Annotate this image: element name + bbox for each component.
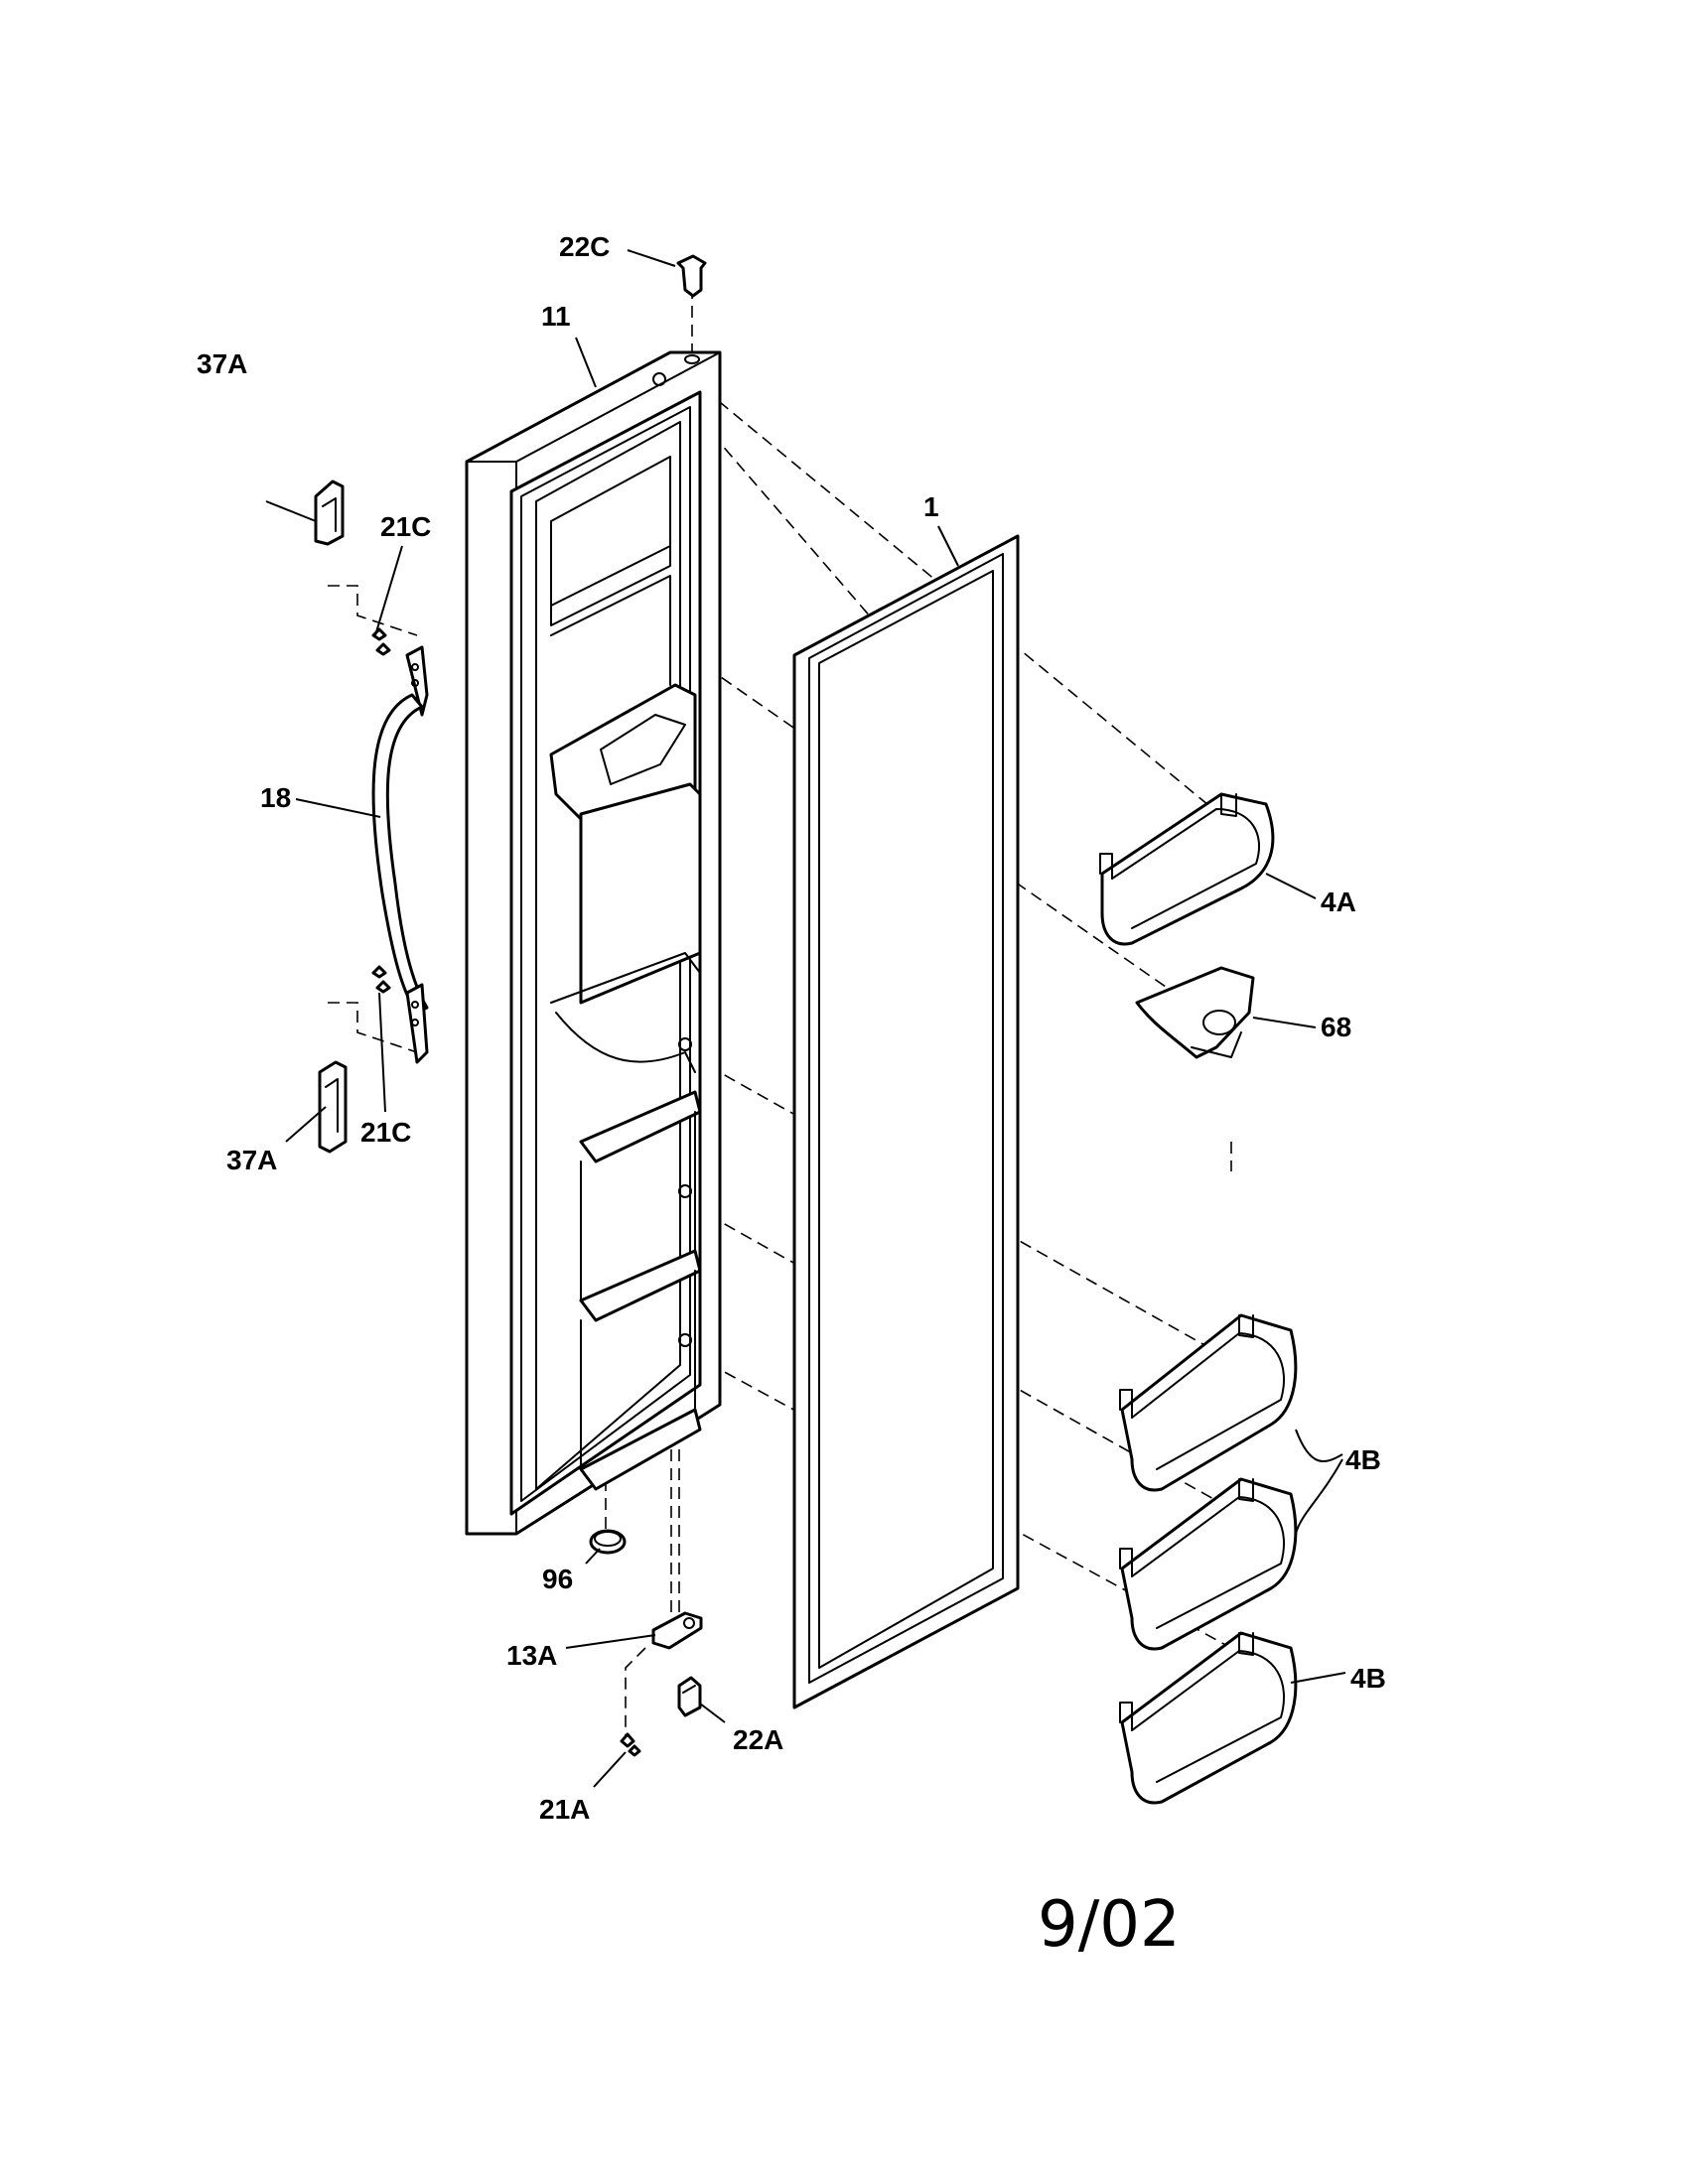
callout-68: 68 xyxy=(1321,1012,1351,1042)
callout-21C-top: 21C xyxy=(380,511,431,542)
callout-11: 11 xyxy=(541,301,571,332)
door-bin-4B-1 xyxy=(1119,1313,1298,1492)
top-hinge-bushing xyxy=(676,254,707,298)
callout-96: 96 xyxy=(542,1564,573,1594)
door-bin-4B-2 xyxy=(1119,1477,1298,1651)
callout-21A: 21A xyxy=(539,1794,590,1825)
bottom-hinge-pin xyxy=(677,1676,702,1717)
handle-cap-bottom xyxy=(318,1060,348,1154)
callout-1: 1 xyxy=(923,491,939,522)
door-bin-4A xyxy=(1099,792,1275,946)
callout-4A: 4A xyxy=(1321,887,1356,917)
callout-22C: 22C xyxy=(559,231,610,262)
callout-37A-bottom: 37A xyxy=(226,1145,277,1175)
callout-labels: 22C 11 37A 21C 1 18 4A 68 37A 21C 4B 96 … xyxy=(197,231,1386,1825)
callout-18: 18 xyxy=(260,782,291,813)
leader-lines xyxy=(265,249,1346,1788)
ice-chute-68 xyxy=(1135,966,1255,1059)
plug-button xyxy=(589,1529,627,1555)
door-gasket xyxy=(792,534,1020,1709)
date-code: 9/02 xyxy=(1038,1888,1181,1962)
handle-cap-top xyxy=(314,479,345,546)
callout-37A-top: 37A xyxy=(197,348,247,379)
callout-13A: 13A xyxy=(506,1640,557,1671)
callout-4B-upper: 4B xyxy=(1345,1444,1381,1475)
door-bin-4B-3 xyxy=(1119,1631,1298,1805)
bottom-hinge-plate xyxy=(651,1611,703,1650)
alignment-lines xyxy=(328,268,1232,1747)
hinge-screw xyxy=(620,1732,641,1757)
door-handle xyxy=(371,645,429,1064)
callout-21C-bottom: 21C xyxy=(360,1117,411,1148)
freezer-door xyxy=(465,350,722,1536)
callout-4B-lower: 4B xyxy=(1350,1663,1386,1694)
callout-22A: 22A xyxy=(733,1724,783,1755)
